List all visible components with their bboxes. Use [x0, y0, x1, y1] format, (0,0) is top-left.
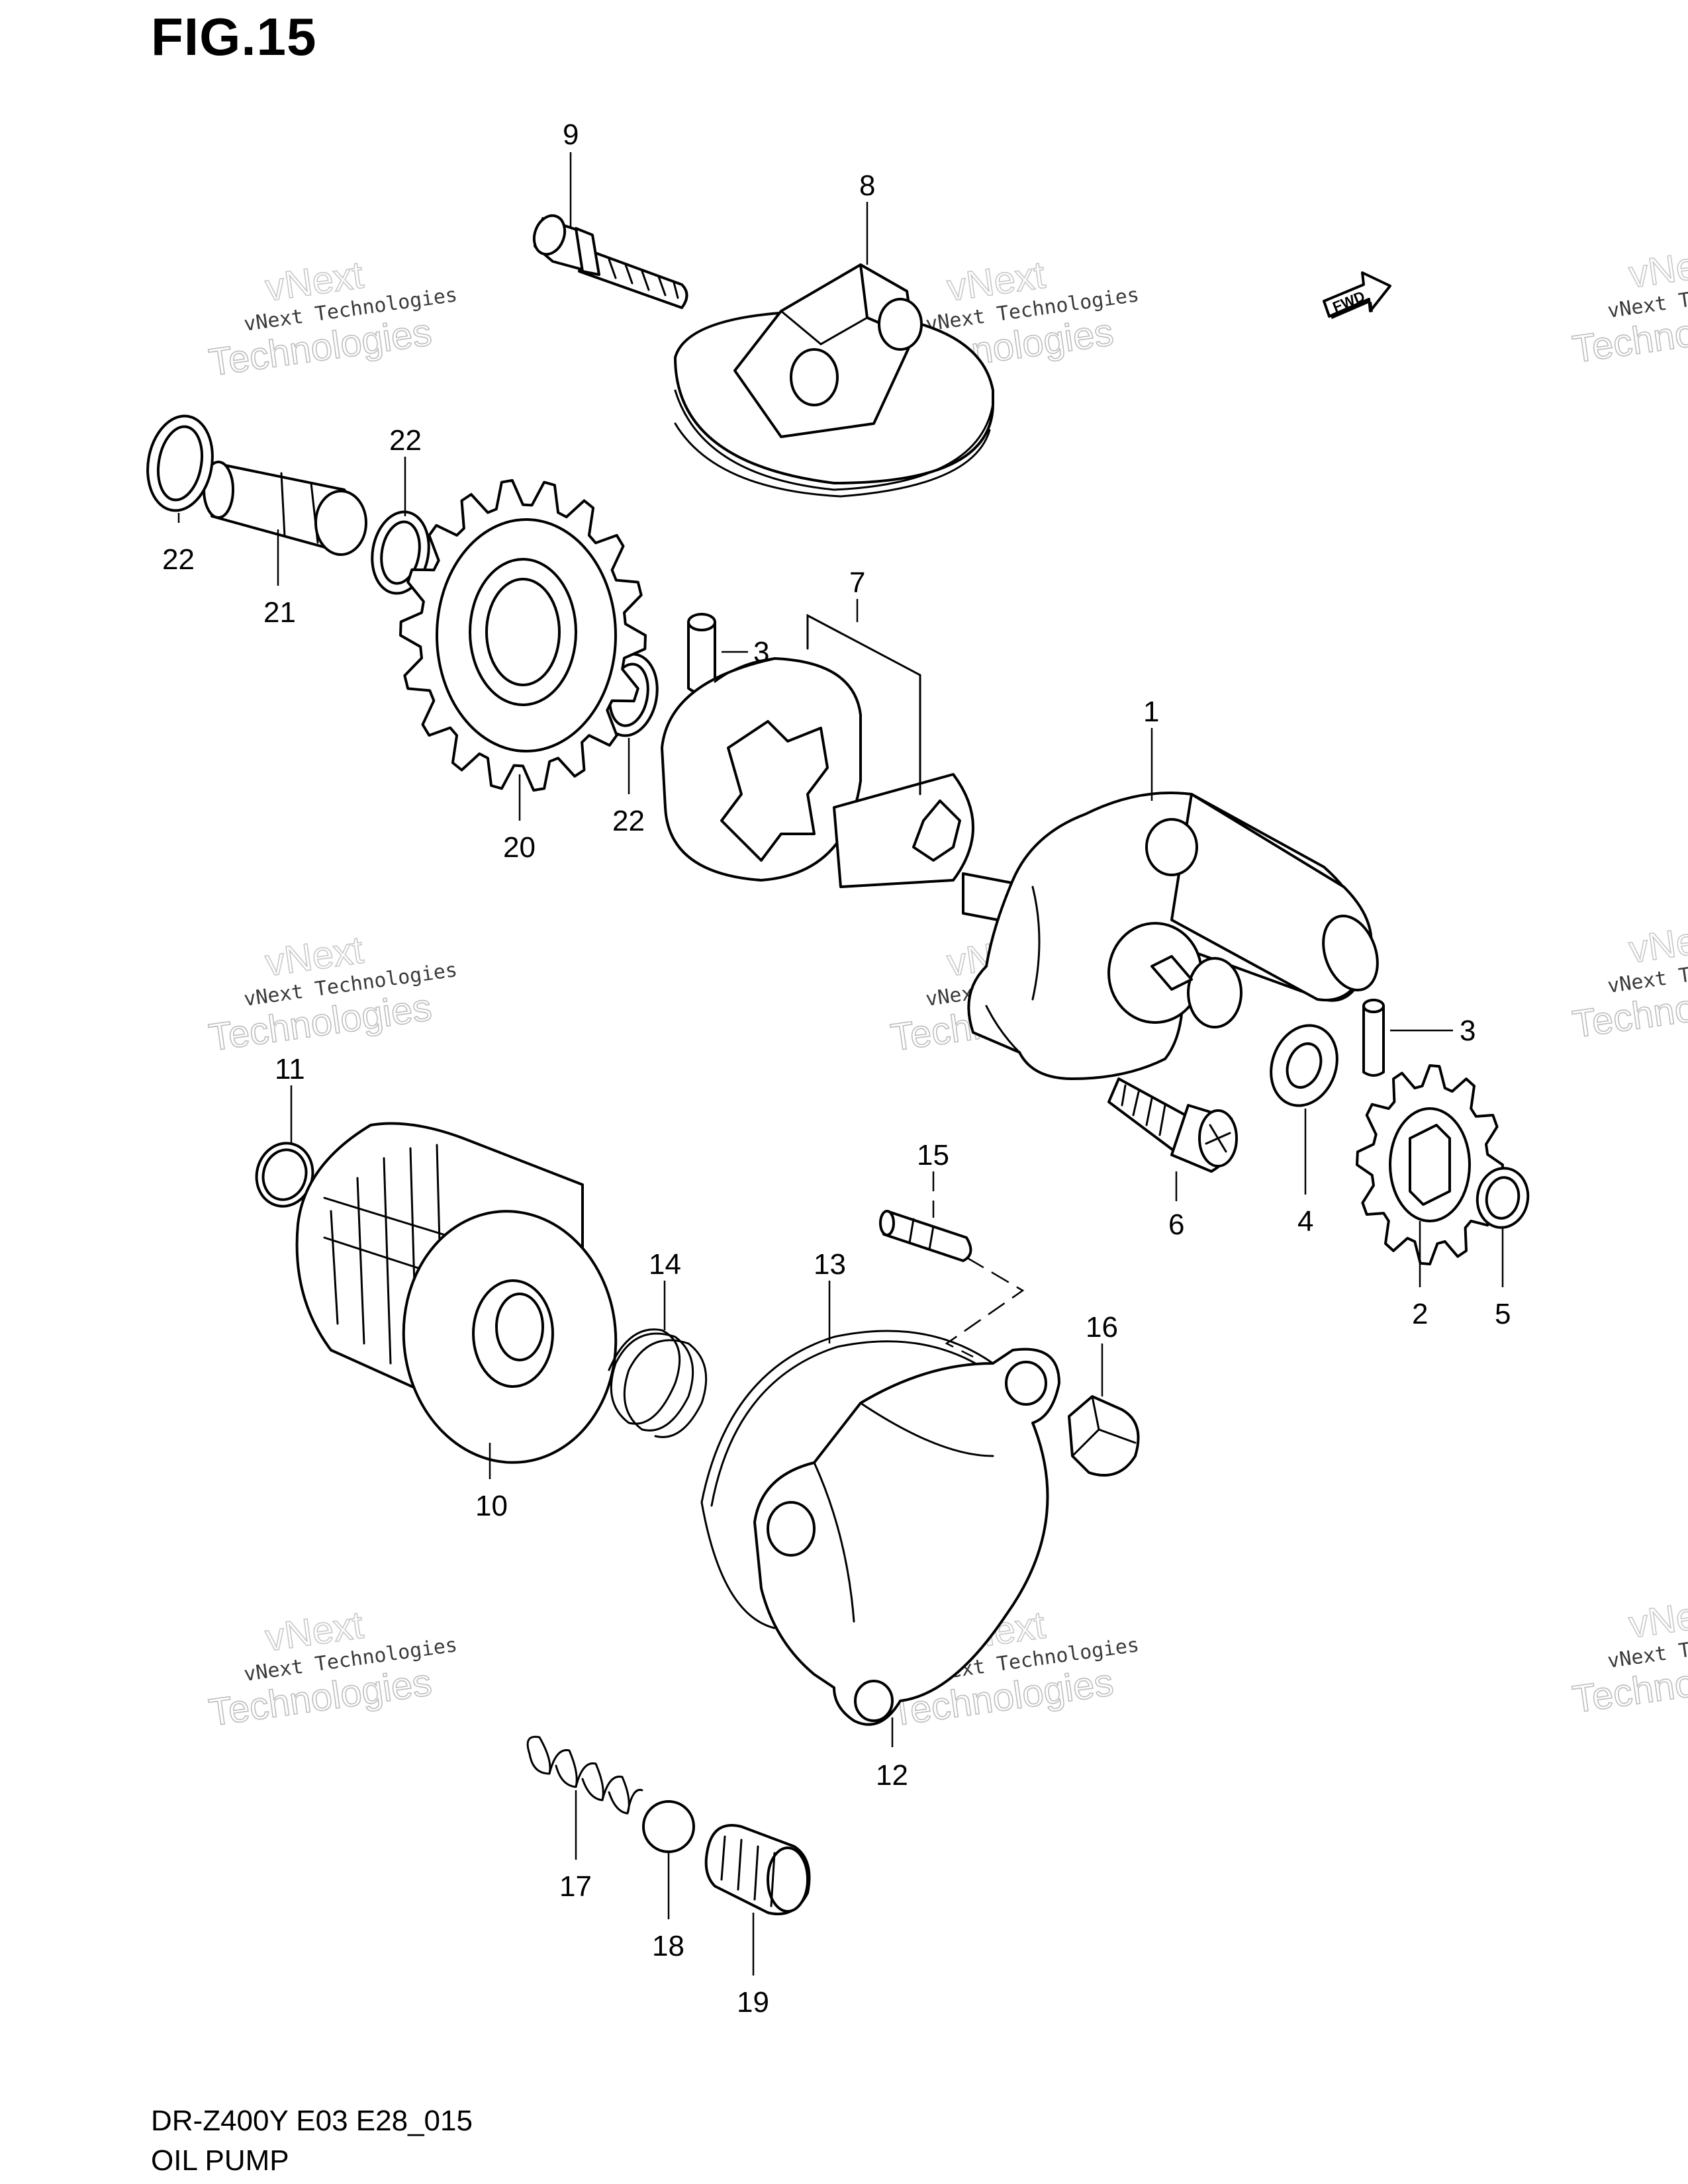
part-1-pump-body: [962, 792, 1379, 1080]
callout-3-right: 3: [1460, 1015, 1476, 1047]
callout-12: 12: [876, 1759, 908, 1792]
callout-20: 20: [503, 831, 536, 864]
part-4-washer: [1270, 1024, 1338, 1107]
watermark-9: vNext vNext Technologies Technologies: [1570, 1590, 1688, 1722]
part-6-screw: [1107, 1077, 1238, 1173]
callout-10: 10: [475, 1490, 508, 1522]
part-2-drive-gear: [1356, 1064, 1504, 1265]
callout-18: 18: [652, 1930, 684, 1962]
part-18-check-ball: [642, 1800, 695, 1853]
part-20-driven-gear: [399, 478, 647, 792]
watermark-2: vNext vNext Technologies Technologies: [888, 253, 1141, 385]
part-10-oil-filter: [295, 1122, 618, 1464]
callout-13: 13: [814, 1248, 846, 1281]
forward-direction-arrow-icon: FWD: [1323, 271, 1391, 319]
part-8-oil-pump-cap: [674, 263, 994, 498]
part-12-oil-filter-cover: [753, 1347, 1060, 1726]
callout-19: 19: [737, 1986, 769, 2019]
part-7-rotor-set: [661, 614, 974, 888]
part-14-spring: [608, 1328, 708, 1438]
callout-3-upper: 3: [753, 636, 769, 668]
callout-numbers: 9 8 22 22 21 3 7 20 22 1 3 4 6 2 5 11 10…: [162, 118, 1511, 2019]
callout-8: 8: [859, 169, 875, 202]
part-22-circlip-left: [146, 414, 214, 512]
callout-5: 5: [1495, 1298, 1511, 1330]
callout-22-top: 22: [389, 424, 422, 457]
callout-15: 15: [917, 1139, 949, 1171]
model-code: DR-Z400Y E03 E28_015: [151, 2105, 473, 2137]
svg-text:vNext: vNext: [1626, 240, 1688, 296]
callout-22-left: 22: [162, 543, 195, 576]
svg-text:vNext: vNext: [1626, 915, 1688, 972]
part-19-relief-plug: [704, 1824, 811, 1915]
watermark-7: vNext vNext Technologies Technologies: [206, 1603, 459, 1735]
callout-14: 14: [649, 1248, 681, 1281]
callout-7: 7: [849, 567, 865, 599]
watermark-4: vNext vNext Technologies Technologies: [206, 928, 459, 1060]
figure-title: FIG.15: [151, 7, 317, 66]
callout-9: 9: [563, 118, 579, 151]
part-5-circlip: [1476, 1167, 1530, 1229]
callout-22-lower: 22: [612, 805, 645, 837]
section-name: OIL PUMP: [151, 2144, 289, 2177]
callout-11: 11: [275, 1053, 305, 1085]
leader-lines: [177, 152, 1504, 1976]
callout-16: 16: [1086, 1311, 1118, 1343]
part-13-gasket: [700, 1330, 994, 1629]
part-11-o-ring: [255, 1142, 314, 1208]
svg-text:vNext: vNext: [1626, 1590, 1688, 1647]
part-3-dowel-pin-right: [1362, 999, 1385, 1077]
part-17-relief-spring: [526, 1735, 643, 1815]
callout-21: 21: [263, 596, 296, 629]
part-16-cap-nut: [1068, 1395, 1140, 1477]
callout-1: 1: [1143, 696, 1159, 728]
part-21-shaft: [203, 461, 367, 556]
callout-6: 6: [1168, 1208, 1184, 1241]
callout-4: 4: [1297, 1205, 1313, 1238]
callout-2: 2: [1412, 1298, 1428, 1330]
watermark-3: vNext vNext Technologies Technologies: [1570, 240, 1688, 372]
watermark-1: vNext vNext Technologies Technologies: [206, 253, 459, 385]
part-9-bolt: [532, 214, 688, 309]
part-15-pin: [879, 1210, 972, 1262]
watermark-6: vNext vNext Technologies Technologies: [1570, 915, 1688, 1047]
callout-17: 17: [559, 1870, 592, 1903]
